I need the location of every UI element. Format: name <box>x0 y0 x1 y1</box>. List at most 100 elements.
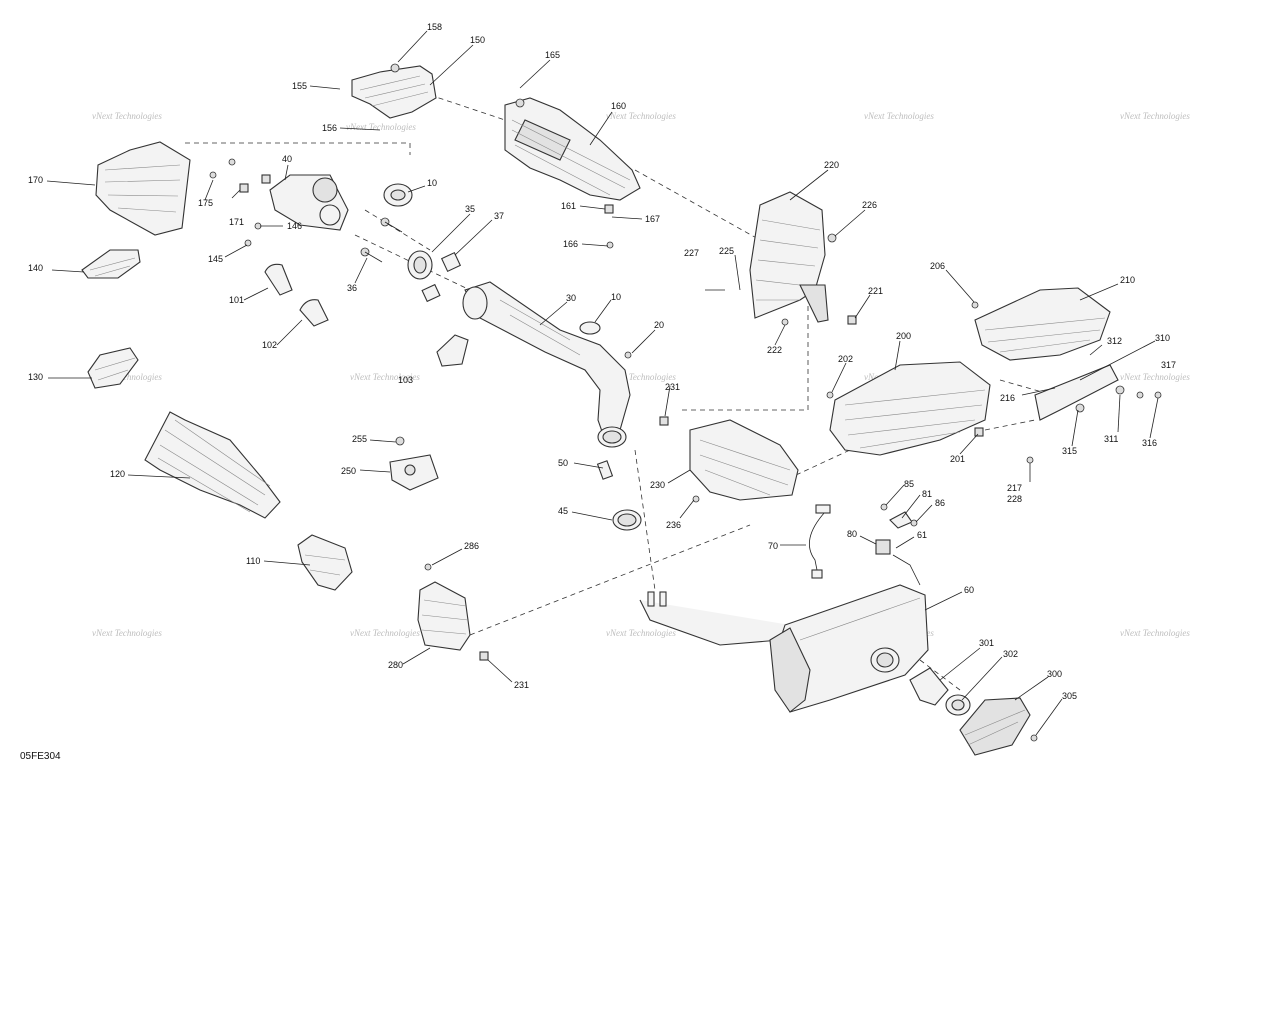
callout-255: 255 <box>352 434 367 444</box>
callout-35: 35 <box>465 204 475 214</box>
callout-220: 220 <box>824 160 839 170</box>
callout-231: 231 <box>665 382 680 392</box>
callout-155: 155 <box>292 81 307 91</box>
callout-85: 85 <box>904 479 914 489</box>
watermark-text: vNext Technologies <box>346 122 416 132</box>
part-302-gasket <box>945 694 971 716</box>
watermark-text: vNext Technologies <box>350 628 420 638</box>
callout-60: 60 <box>964 585 974 595</box>
callout-221: 221 <box>868 286 883 296</box>
callout-70: 70 <box>768 541 778 551</box>
callout-36: 36 <box>347 283 357 293</box>
callout-305: 305 <box>1062 691 1077 701</box>
part-220-heat-shield <box>749 191 829 323</box>
callout-301: 301 <box>979 638 994 648</box>
callout-250: 250 <box>341 466 356 476</box>
part-60-muffler <box>639 554 929 713</box>
callout-161: 161 <box>561 201 576 211</box>
part-150-bracket <box>351 63 437 119</box>
callout-103: 103 <box>398 375 413 385</box>
part-110-shield <box>297 534 353 591</box>
part-35-ring <box>407 250 433 280</box>
callout-10: 10 <box>427 178 437 188</box>
callout-227: 227 <box>684 248 699 258</box>
callout-146: 146 <box>287 221 302 231</box>
callout-labels: 158 150 155 156 165 160 170 40 10 175 17… <box>28 22 1176 701</box>
watermark-text: vNext Technologies <box>606 372 676 382</box>
callout-37: 37 <box>494 211 504 221</box>
callout-302: 302 <box>1003 649 1018 659</box>
part-301-tailpipe <box>909 667 949 706</box>
part-310-bracket <box>1034 364 1162 421</box>
part-200-catalyst-shield <box>829 361 991 456</box>
part-120-long-heat-shield <box>144 411 281 519</box>
callout-315: 315 <box>1062 446 1077 456</box>
misc-fasteners <box>209 158 1038 742</box>
callout-45: 45 <box>558 506 568 516</box>
callout-130: 130 <box>28 372 43 382</box>
part-101-clamp <box>264 263 293 296</box>
part-280-heat-shield <box>417 563 471 651</box>
part-80-clip <box>875 539 891 555</box>
callout-312: 312 <box>1107 336 1122 346</box>
part-231-clip <box>479 416 669 661</box>
part-170-heat-shield <box>95 141 191 236</box>
part-45-gasket <box>612 509 642 531</box>
callout-140: 140 <box>28 263 43 273</box>
callout-80: 80 <box>847 529 857 539</box>
callout-225: 225 <box>719 246 734 256</box>
part-36-bolt <box>360 217 403 263</box>
callout-206: 206 <box>930 261 945 271</box>
part-30-front-exhaust-pipe <box>462 281 631 448</box>
part-50-spring <box>596 460 614 480</box>
callout-230: 230 <box>650 480 665 490</box>
part-250-bracket <box>389 436 439 491</box>
callout-102: 102 <box>262 340 277 350</box>
diagram-code: 05FE304 <box>20 751 61 762</box>
callout-170: 170 <box>28 175 43 185</box>
callout-150: 150 <box>470 35 485 45</box>
callout-222: 222 <box>767 345 782 355</box>
watermark-text: vNext Technologies <box>350 372 420 382</box>
part-140-small-shield <box>81 249 141 279</box>
callout-165: 165 <box>545 50 560 60</box>
callout-217: 217 <box>1007 483 1022 493</box>
watermark-text: vNext Technologies <box>606 111 676 121</box>
callout-228: 228 <box>1007 494 1022 504</box>
callout-30: 30 <box>566 293 576 303</box>
watermark-text: vNext Technologies <box>1120 372 1190 382</box>
watermark-text: vNext Technologies <box>606 628 676 638</box>
callout-202: 202 <box>838 354 853 364</box>
part-81-bracket <box>880 503 918 529</box>
watermark-text: vNext Technologies <box>92 372 162 382</box>
callout-50: 50 <box>558 458 568 468</box>
callout-200: 200 <box>896 331 911 341</box>
callout-166: 166 <box>563 239 578 249</box>
callout-120: 120 <box>110 469 125 479</box>
callout-175: 175 <box>198 198 213 208</box>
part-130-shield <box>87 347 139 389</box>
part-300-tailpipe-shield <box>959 697 1031 756</box>
watermark-text: vNext Technologies <box>1120 628 1190 638</box>
part-70-oxygen-sensor <box>808 504 831 579</box>
part-160-heat-shield <box>504 97 641 201</box>
callout-61: 61 <box>917 530 927 540</box>
part-210-upper-shield <box>974 287 1111 361</box>
callout-167: 167 <box>645 214 660 224</box>
assembly-dashed-lines <box>185 94 1071 691</box>
callout-10b: 10 <box>611 292 621 302</box>
callout-226: 226 <box>862 200 877 210</box>
watermark-text: vNext Technologies <box>92 111 162 121</box>
callout-86: 86 <box>935 498 945 508</box>
callout-110: 110 <box>246 556 260 566</box>
callout-158: 158 <box>427 22 442 32</box>
callout-317: 317 <box>1161 360 1176 370</box>
callout-231b: 231 <box>514 680 529 690</box>
callout-236: 236 <box>666 520 681 530</box>
callout-216: 216 <box>1000 393 1015 403</box>
callout-311: 311 <box>1104 434 1118 444</box>
callout-310: 310 <box>1155 333 1170 343</box>
callout-286: 286 <box>464 541 479 551</box>
